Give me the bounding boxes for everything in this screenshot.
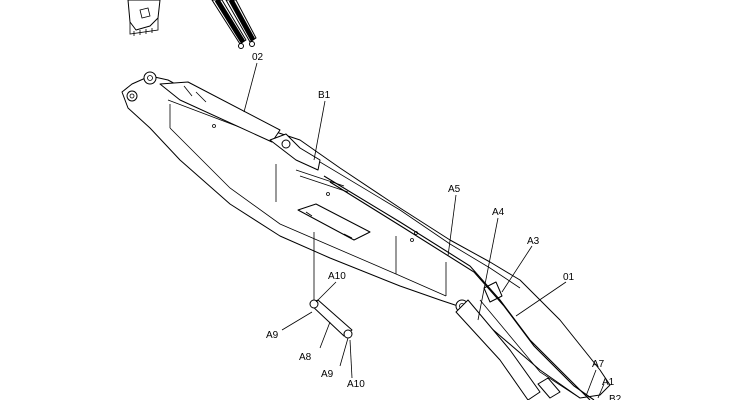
label-a9-bottom: A9 [321, 369, 334, 380]
pipe-a8 [309, 232, 353, 339]
label-a4: A4 [492, 207, 505, 218]
label-a9-left: A9 [266, 330, 279, 341]
label-02: 02 [252, 52, 264, 63]
label-a10-top: A10 [328, 271, 346, 282]
boom-arm [121, 71, 611, 400]
label-a1: A1 [602, 377, 615, 388]
callout-labels: 02 B1 A5 A4 A3 01 A10 A9 A8 A9 A10 A7 A1… [252, 52, 622, 400]
label-a5: A5 [448, 184, 461, 195]
label-a8: A8 [299, 352, 312, 363]
label-01: 01 [563, 272, 575, 283]
label-b1: B1 [318, 90, 331, 101]
bucket-fragment [127, 0, 161, 36]
hose-01 [323, 175, 595, 400]
leader-lines [243, 62, 605, 399]
hose-pair-02 [211, 0, 257, 49]
label-a3: A3 [527, 236, 540, 247]
label-a10-bottom: A10 [347, 379, 365, 390]
label-b2: B2 [609, 394, 622, 400]
label-a7: A7 [592, 359, 605, 370]
